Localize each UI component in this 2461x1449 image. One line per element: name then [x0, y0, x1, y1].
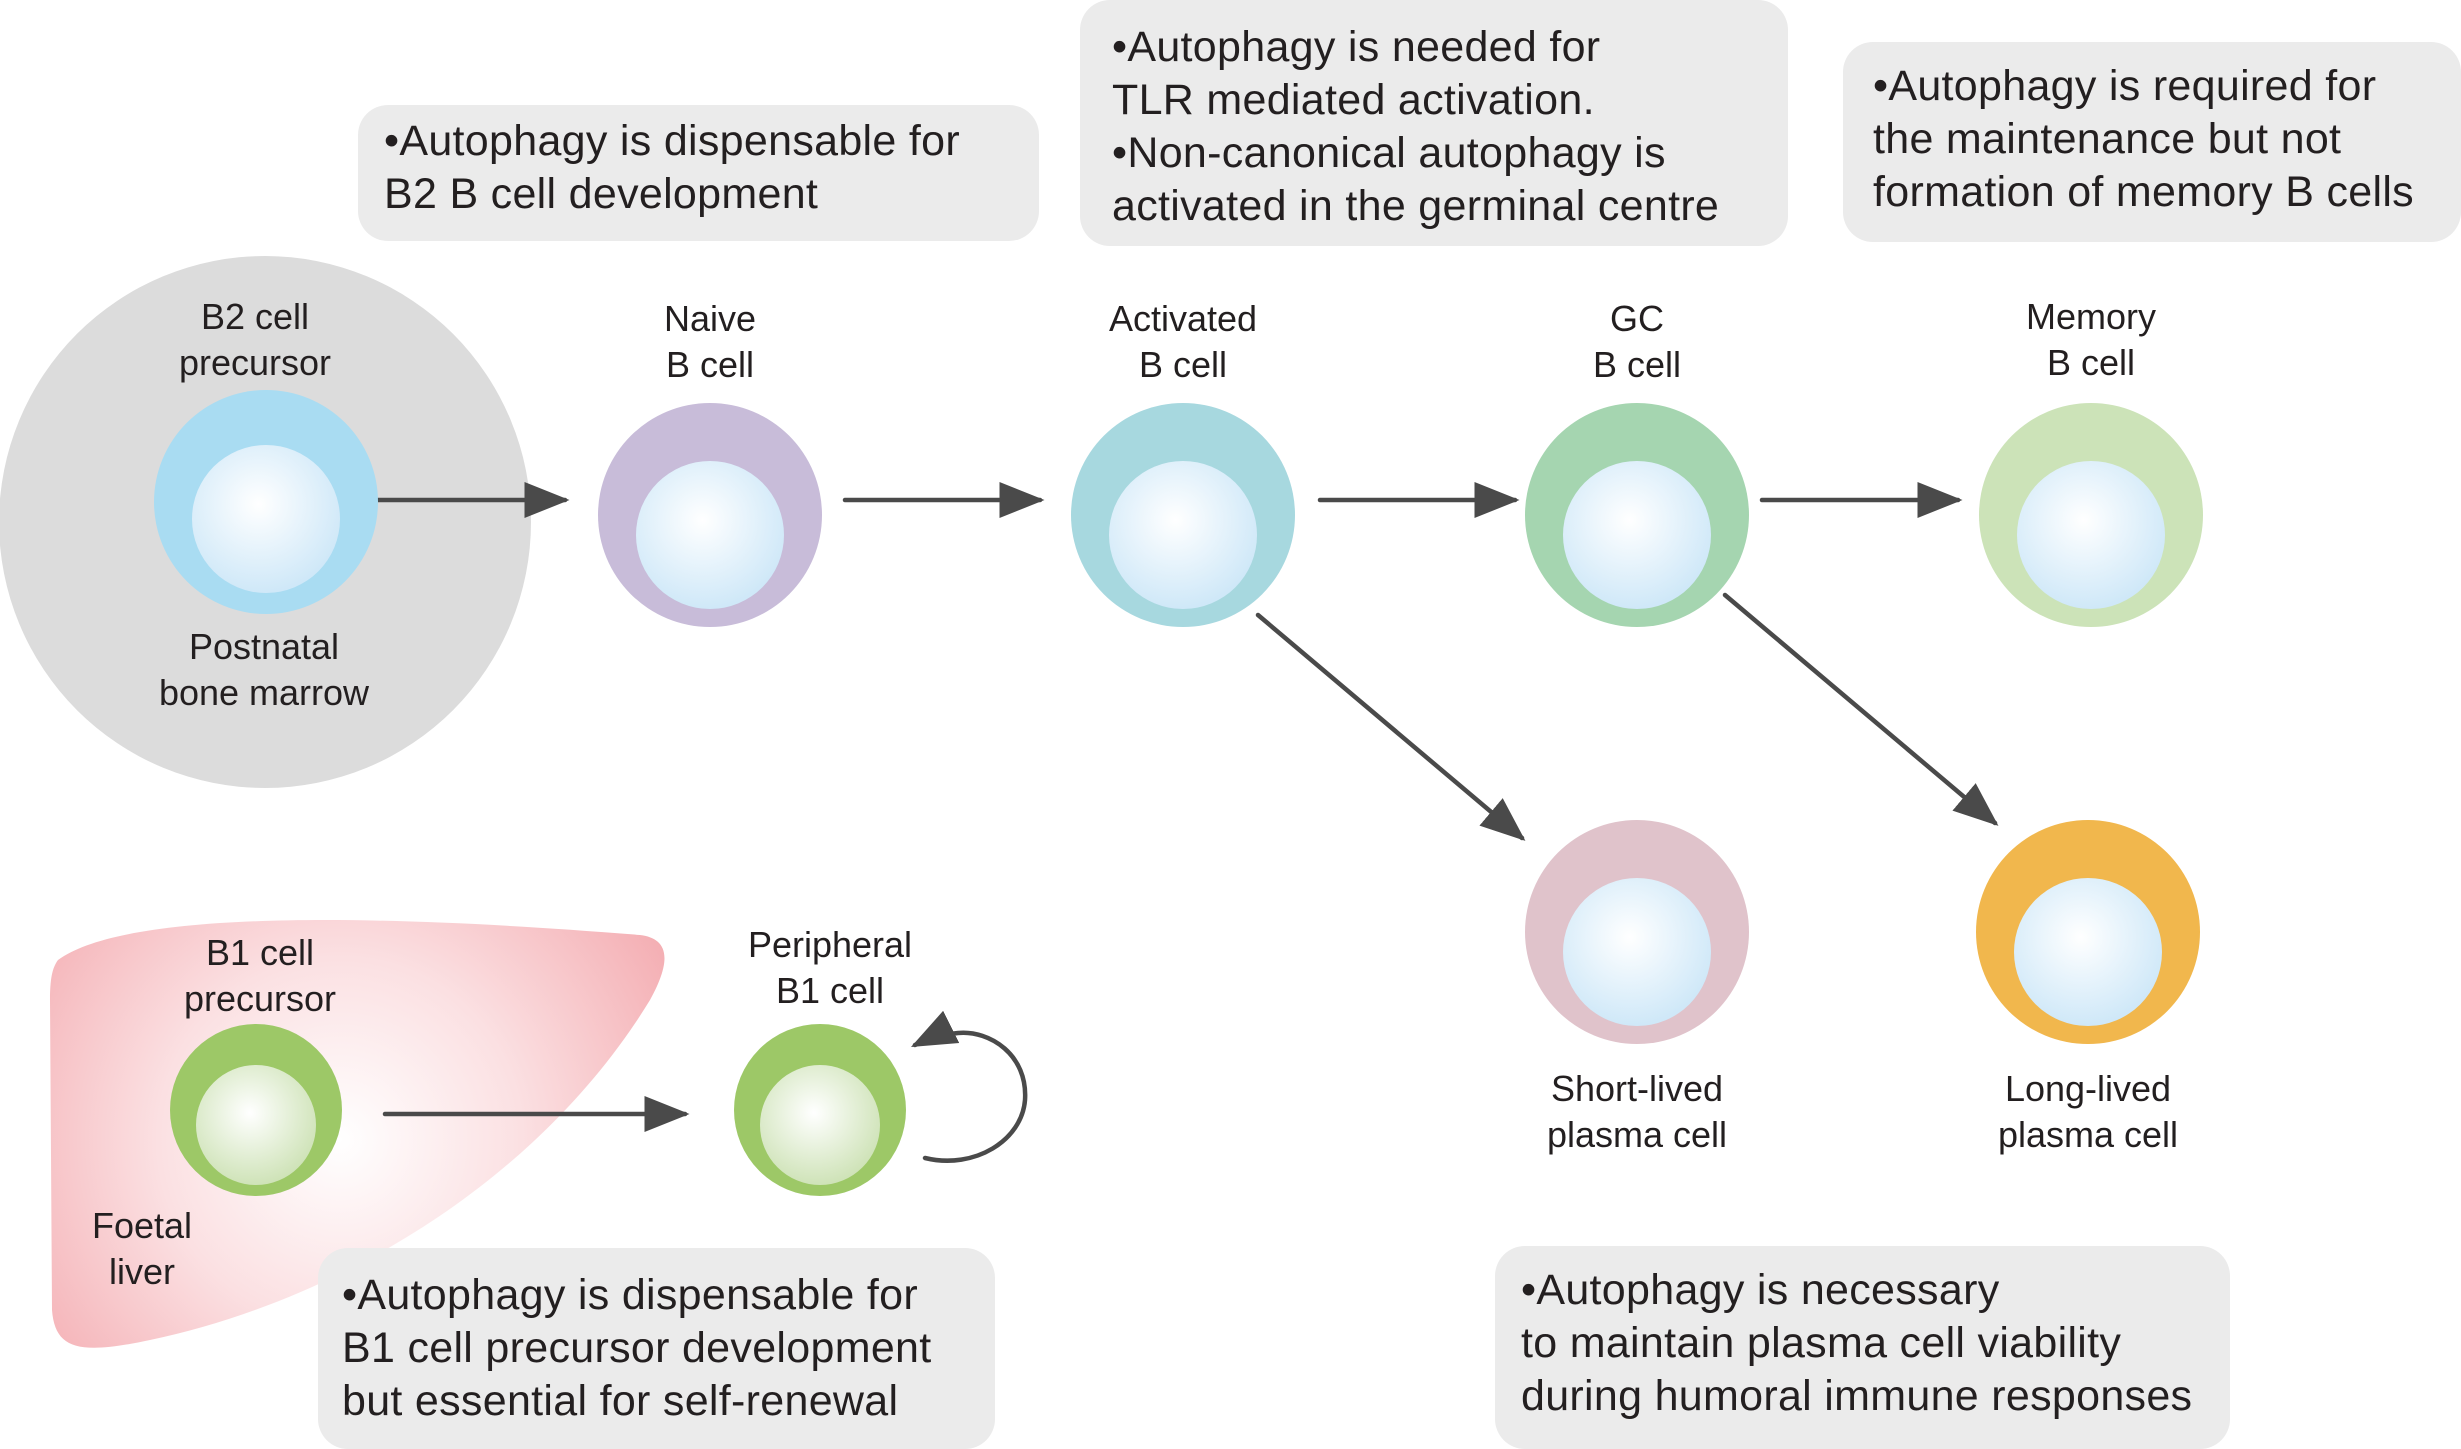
- peripheral-b1-cell: [734, 1024, 906, 1196]
- note-b2-development: •Autophagy is dispensable for B2 B cell …: [358, 105, 1039, 241]
- arrow-activated-to-short-lived: [1255, 612, 1526, 841]
- foetal-liver-region: [50, 920, 665, 1348]
- gc-b-cell: [1525, 403, 1749, 627]
- note-tlr-activation: •Autophagy is needed for TLR mediated ac…: [1080, 0, 1788, 246]
- naive-b-cell: [598, 403, 822, 627]
- b2-precursor-cell: [154, 390, 378, 614]
- note-b1-development: •Autophagy is dispensable for B1 cell pr…: [318, 1248, 995, 1449]
- memory-b-cell: [1979, 403, 2203, 627]
- arrow-gc-to-long-lived: [1722, 592, 1999, 826]
- short-lived-plasma-cell: [1525, 820, 1749, 1044]
- activated-b-cell: [1071, 403, 1295, 627]
- self-renewal-arrow: [910, 1010, 1028, 1163]
- long-lived-plasma-cell: [1976, 820, 2200, 1044]
- b1-precursor-cell: [170, 1024, 342, 1196]
- note-memory: •Autophagy is required for the maintenan…: [1843, 42, 2461, 242]
- note-plasma-viability: •Autophagy is necessary to maintain plas…: [1495, 1246, 2230, 1449]
